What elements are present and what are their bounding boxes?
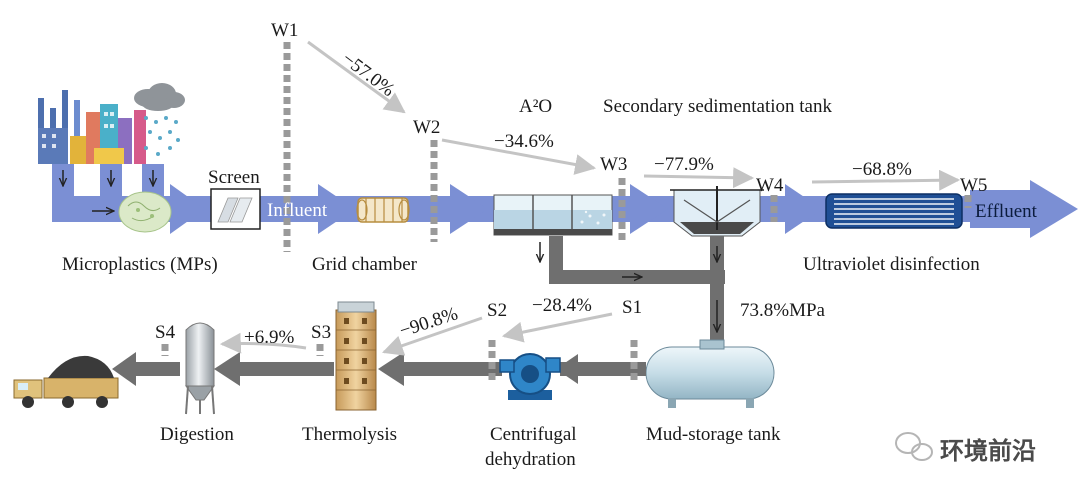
w4-w5-trend-arrow [811, 169, 961, 191]
sludge-flow-lines [549, 236, 725, 342]
watermark: 环境前沿 [895, 432, 1036, 465]
s3-s4-rate: +6.9% [244, 327, 294, 348]
grid-chamber-label: Grid chamber [312, 254, 418, 275]
s4-label: S4 [155, 322, 176, 343]
secondary-sedimentation-tank-icon [670, 186, 764, 237]
watermark-text: 环境前沿 [940, 437, 1036, 465]
s1-label: S1 [622, 297, 642, 318]
s2-s3-trend-arrow [382, 316, 483, 356]
flow-arrowheads [170, 180, 1078, 238]
s2-label: S2 [487, 300, 507, 321]
w3-label: W3 [600, 154, 627, 175]
screen-label: Screen [208, 167, 260, 188]
w3-w4-rate: −77.9% [654, 154, 714, 175]
w2-label: W2 [413, 117, 440, 138]
w2-w3-trend-arrow [441, 138, 597, 175]
w1-w2-rate: −57.0% [338, 48, 399, 101]
grid-chamber-icon [356, 197, 410, 223]
s1-s2-rate: −28.4% [532, 295, 592, 316]
thermolysis-icon [335, 301, 377, 411]
uv-label: Ultraviolet disinfection [803, 254, 980, 275]
s3-label: S3 [311, 322, 331, 343]
thermolysis-label: Thermolysis [302, 424, 397, 445]
influent-label: Influent [267, 200, 328, 221]
a2o-tank-icon [493, 194, 613, 236]
w1-w2-trend-arrow [307, 40, 406, 114]
centrifugal-label-line1: Centrifugal [490, 424, 577, 445]
mpa-label: 73.8%MPa [740, 300, 826, 321]
s3-s4-trend-arrow [219, 332, 307, 354]
s1-s2-trend-arrow [501, 312, 613, 343]
w4-label: W4 [756, 175, 784, 196]
screen-icon [210, 188, 261, 230]
mud-storage-tank-icon [645, 339, 775, 408]
a2o-label: A²O [519, 96, 552, 117]
microplastics-icon [118, 191, 172, 233]
lower-sludge-line [112, 352, 646, 386]
centrifugal-pump-icon [499, 353, 561, 400]
uv-disinfection-icon [825, 193, 963, 229]
sludge-flow-arrows [540, 242, 717, 332]
digestion-label: Digestion [160, 424, 234, 445]
centrifugal-label-line2: dehydration [485, 449, 576, 470]
w5-label: W5 [960, 175, 987, 196]
truck-icon [13, 355, 119, 408]
digestion-silo-icon [185, 322, 215, 415]
mud-tank-label: Mud-storage tank [646, 424, 781, 445]
text-labels: Microplastics (MPs) Screen Influent Grid… [62, 20, 1038, 470]
effluent-label: Effluent [975, 201, 1038, 222]
city-down-arrows [63, 170, 153, 211]
w3-w4-trend-arrow [643, 167, 755, 189]
city-factory-icon [38, 83, 185, 164]
sampling-bars [161, 42, 972, 382]
w1-label: W1 [271, 20, 298, 41]
wechat-icon [895, 432, 933, 461]
w2-w3-rate: −34.6% [494, 131, 554, 152]
w4-w5-rate: −68.8% [852, 159, 912, 180]
secondary-tank-label: Secondary sedimentation tank [603, 96, 832, 117]
trend-arrows [219, 40, 961, 356]
microplastics-label: Microplastics (MPs) [62, 254, 218, 275]
